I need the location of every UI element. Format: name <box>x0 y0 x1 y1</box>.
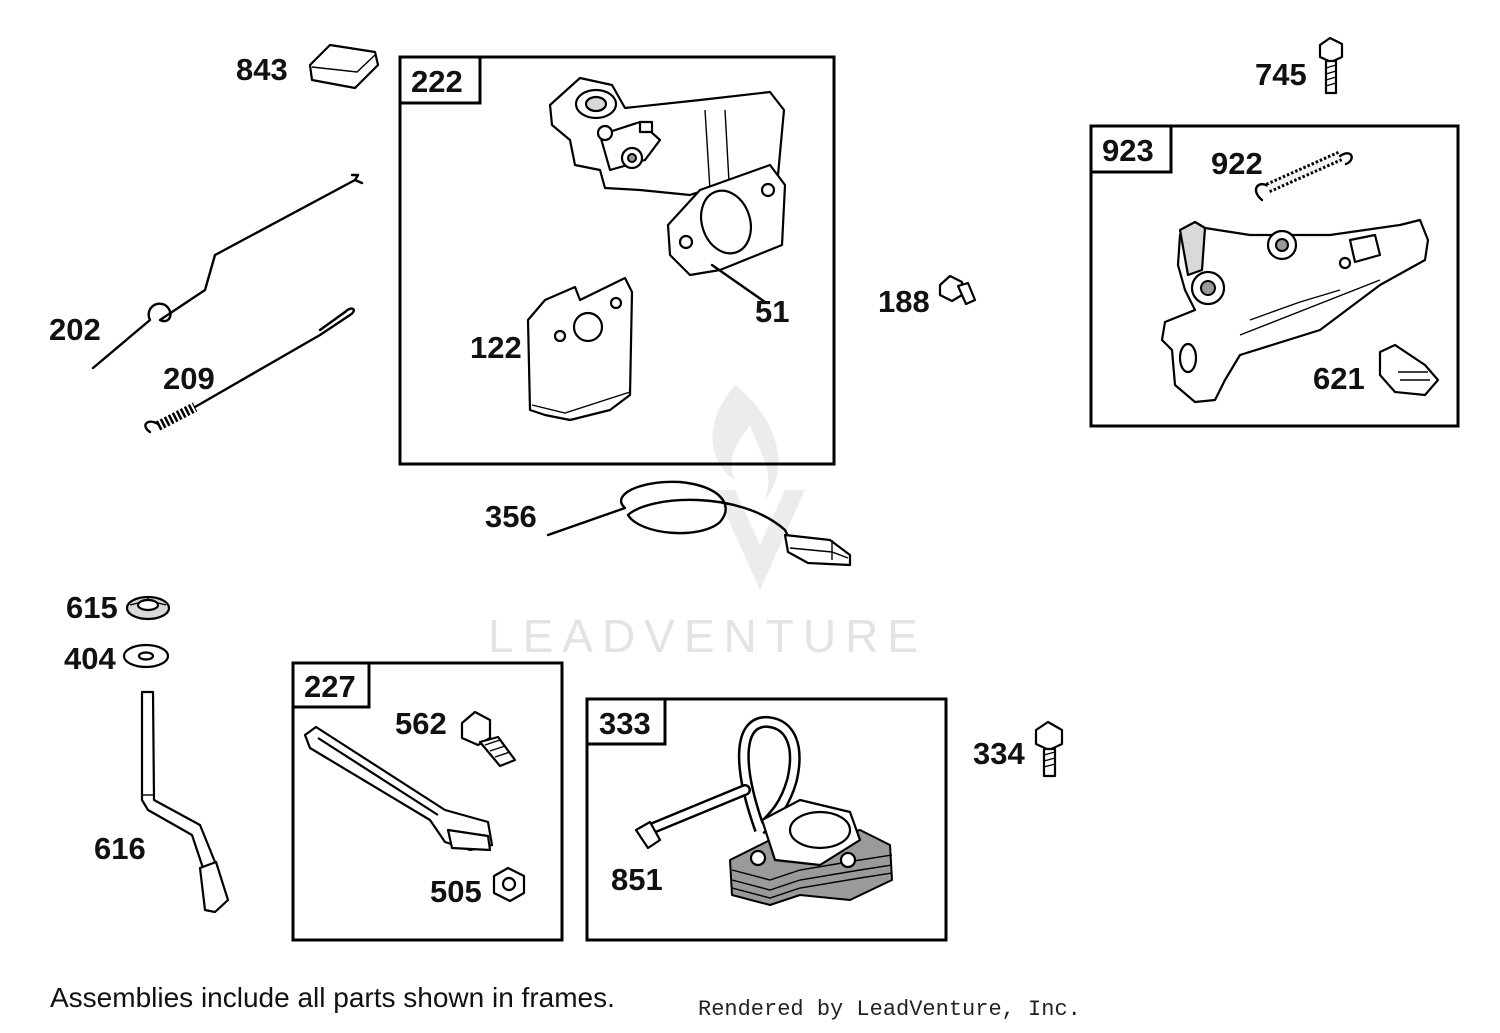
frame-923: 923 <box>1089 124 1460 428</box>
carburetor-bracket-part <box>548 76 786 207</box>
spring-link-209-part <box>144 307 355 434</box>
part-label-122: 122 <box>470 330 522 365</box>
watermark: LEADVENTURE <box>488 385 927 662</box>
plate-122-part <box>526 276 634 422</box>
part-label-202: 202 <box>49 312 101 347</box>
part-label-505: 505 <box>430 874 482 909</box>
frame-222: 222 <box>398 55 836 466</box>
frame-333: 333 <box>585 697 948 942</box>
assemblies-footnote: Assemblies include all parts shown in fr… <box>50 982 615 1013</box>
frame-333-label: 333 <box>599 706 651 741</box>
part-label-404: 404 <box>64 641 116 676</box>
ground-wire-356-part <box>546 480 852 567</box>
part-label-209: 209 <box>163 361 215 396</box>
governor-link-202-part <box>91 173 364 370</box>
part-label-745: 745 <box>1255 57 1307 92</box>
part-label-922: 922 <box>1211 146 1263 181</box>
frame-227-label: 227 <box>304 669 356 704</box>
governor-shaft-616-part <box>140 690 230 914</box>
frame-923-label: 923 <box>1102 133 1154 168</box>
part-label-843: 843 <box>236 52 288 87</box>
part-label-616: 616 <box>94 831 146 866</box>
frame-222-label: 222 <box>411 64 463 99</box>
spring-922-part <box>1254 150 1353 202</box>
washer-615-part <box>125 595 171 621</box>
cap-843-part <box>308 43 380 90</box>
part-label-51: 51 <box>755 294 789 329</box>
render-credit: Rendered by LeadVenture, Inc. <box>698 997 1081 1022</box>
bracket-lever-part <box>303 725 494 852</box>
washer-404-part <box>122 643 170 669</box>
part-label-334: 334 <box>973 736 1025 771</box>
part-label-621: 621 <box>1313 361 1365 396</box>
bolt-334-part <box>1034 720 1064 778</box>
control-plate-part <box>1160 218 1430 404</box>
frame-227: 227 <box>291 661 564 942</box>
clip-621-part <box>1378 343 1440 397</box>
part-label-851: 851 <box>611 862 663 897</box>
ignition-coil-part <box>634 716 893 906</box>
nut-505-part <box>492 866 526 903</box>
bolt-745-part <box>1318 36 1344 95</box>
part-label-562: 562 <box>395 706 447 741</box>
bolt-562-part <box>460 710 517 768</box>
gasket-51-part <box>666 163 787 304</box>
part-label-615: 615 <box>66 590 118 625</box>
part-label-188: 188 <box>878 284 930 319</box>
screw-188-part <box>938 274 977 306</box>
part-label-356: 356 <box>485 499 537 534</box>
watermark-text: LEADVENTURE <box>488 610 927 662</box>
